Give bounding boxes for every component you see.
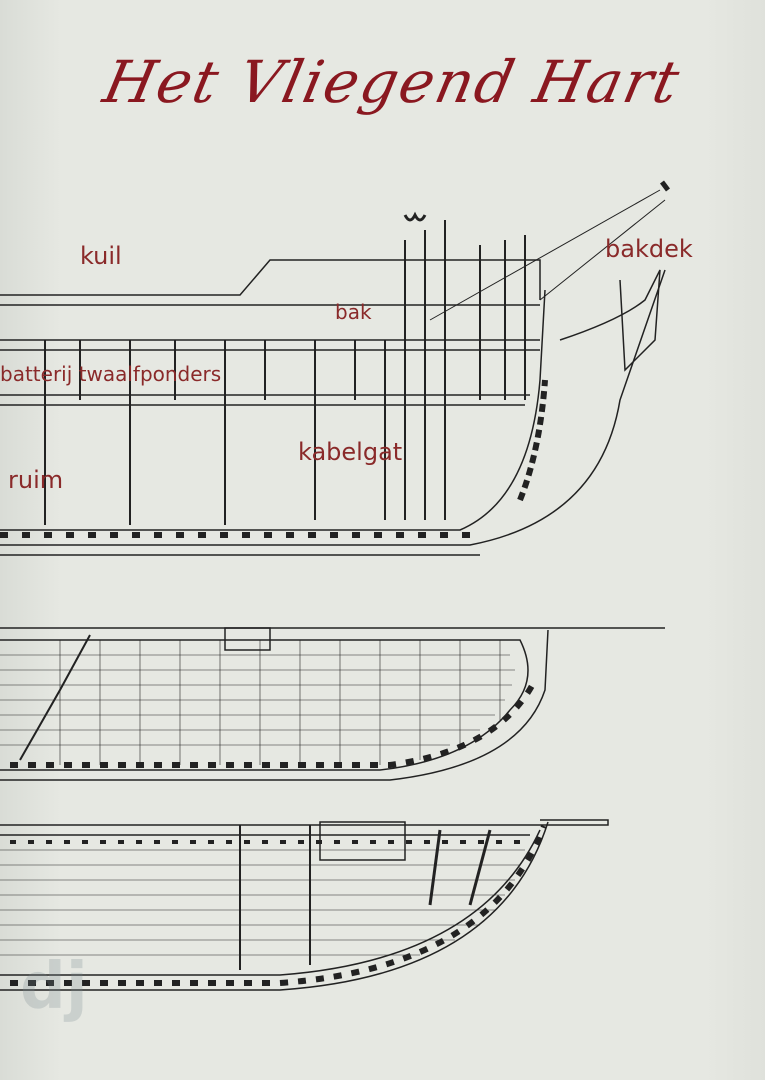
watermark-logo: dj (20, 950, 88, 1024)
label-bak: bak (335, 300, 372, 324)
ship-lower-hull-drawing (0, 819, 609, 991)
label-batterij: batterij twaalfponders (0, 362, 222, 386)
ship-profile-drawing (0, 180, 670, 556)
label-kuil: kuil (80, 242, 122, 270)
label-ruim: ruim (8, 466, 64, 494)
label-bakdek: bakdek (605, 235, 693, 263)
handwritten-title: Het Vliegend Hart (97, 48, 687, 116)
label-kabelgat: kabelgat (298, 438, 403, 466)
ship-deck-plan-drawing (0, 627, 665, 781)
